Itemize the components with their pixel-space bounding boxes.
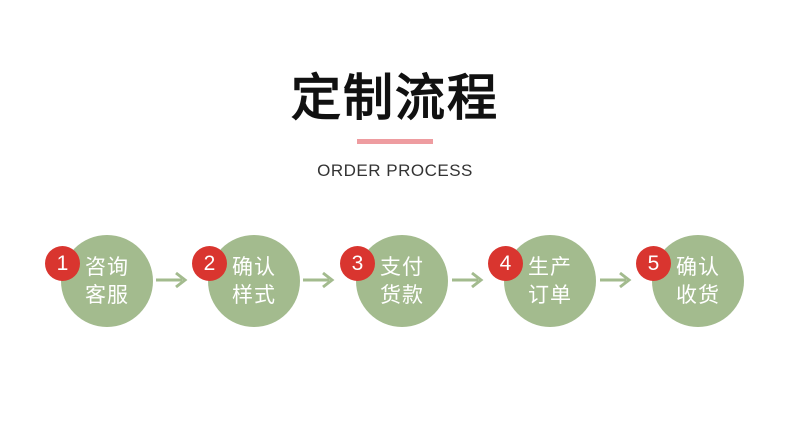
step-label-line1: 确认 bbox=[232, 255, 276, 279]
step-number-badge: 4 bbox=[488, 246, 523, 281]
step-label-line2: 客服 bbox=[85, 283, 129, 307]
step-label-line2: 货款 bbox=[380, 283, 424, 307]
process-step-1: 咨询 客服 1 bbox=[45, 235, 165, 327]
process-step-3: 支付 货款 3 bbox=[340, 235, 460, 327]
arrow-right-icon bbox=[600, 271, 632, 289]
process-step-5: 确认 收货 5 bbox=[636, 235, 756, 327]
step-number-badge: 5 bbox=[636, 246, 671, 281]
step-label-line1: 咨询 bbox=[85, 255, 129, 279]
step-label-line1: 确认 bbox=[676, 255, 720, 279]
step-circle: 生产 订单 bbox=[504, 235, 596, 327]
process-step-2: 确认 样式 2 bbox=[192, 235, 312, 327]
process-step-4: 生产 订单 4 bbox=[488, 235, 608, 327]
step-circle: 支付 货款 bbox=[356, 235, 448, 327]
step-number-badge: 2 bbox=[192, 246, 227, 281]
arrow-right-icon bbox=[156, 271, 188, 289]
step-label-line2: 收货 bbox=[676, 283, 720, 307]
step-circle: 确认 样式 bbox=[208, 235, 300, 327]
page-subtitle: ORDER PROCESS bbox=[317, 161, 473, 180]
page-title: 定制流程 bbox=[291, 69, 499, 127]
step-label-line2: 订单 bbox=[528, 283, 572, 307]
step-label-line1: 支付 bbox=[380, 255, 424, 279]
step-circle: 咨询 客服 bbox=[61, 235, 153, 327]
step-number-badge: 3 bbox=[340, 246, 375, 281]
step-label-line1: 生产 bbox=[528, 255, 572, 279]
step-circle: 确认 收货 bbox=[652, 235, 744, 327]
arrow-right-icon bbox=[452, 271, 484, 289]
arrow-right-icon bbox=[303, 271, 335, 289]
step-number-badge: 1 bbox=[45, 246, 80, 281]
step-label-line2: 样式 bbox=[232, 283, 276, 307]
title-underline bbox=[357, 139, 433, 144]
